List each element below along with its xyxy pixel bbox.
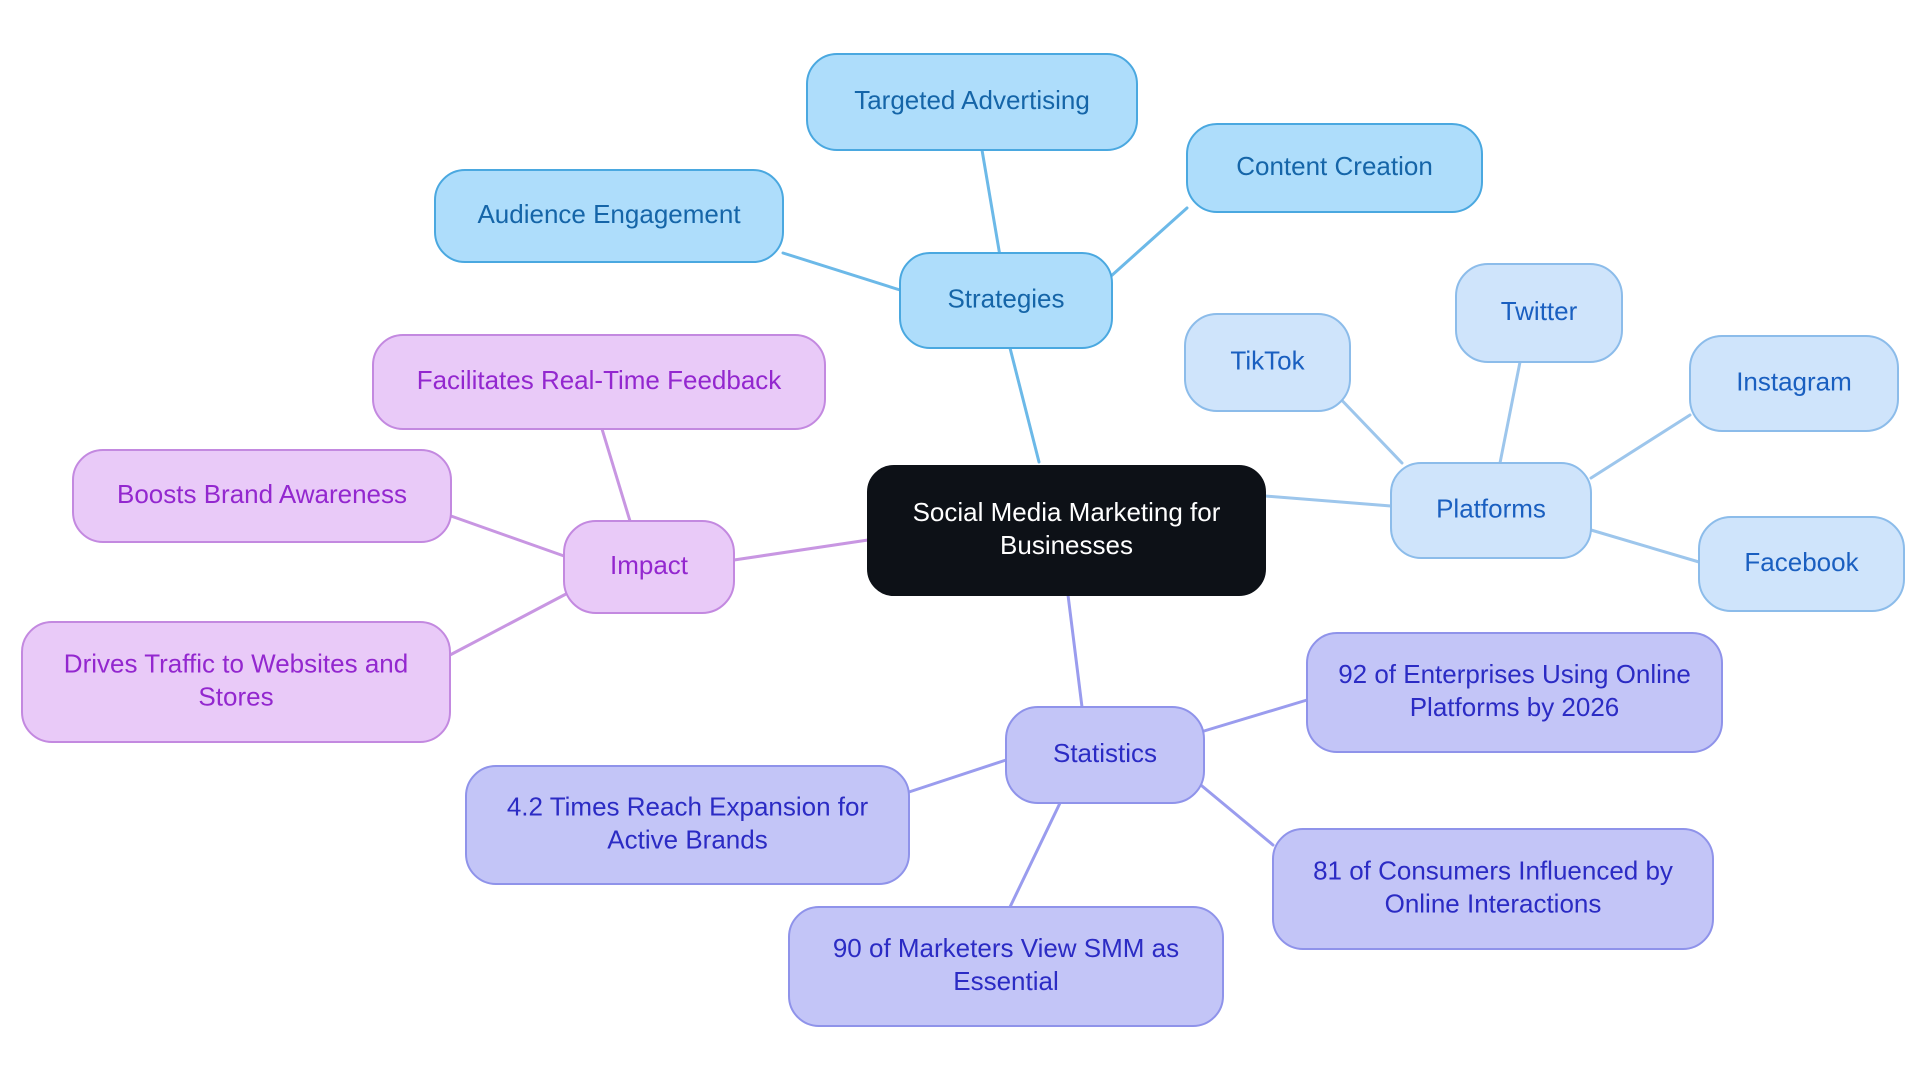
mindmap-branch-node-strategies[interactable]: Strategies (899, 252, 1113, 349)
mindmap-edge (907, 758, 1008, 794)
mindmap-branch-node-statistics[interactable]: Statistics (1005, 706, 1205, 804)
mindmap-leaf-node-facebook[interactable]: Facebook (1698, 516, 1905, 612)
mindmap-edge (732, 538, 870, 562)
node-shape (788, 906, 1224, 1027)
node-shape (1184, 313, 1351, 412)
mindmap-edge (1589, 413, 1692, 480)
mindmap-edge (781, 251, 902, 292)
mindmap-edge (1008, 346, 1041, 464)
mindmap-edge (600, 427, 632, 523)
mindmap-leaf-node-content-creation[interactable]: Content Creation (1186, 123, 1483, 213)
mindmap-edge (1108, 206, 1189, 279)
node-label: Facilitates Real-Time Feedback (417, 365, 783, 395)
node-shape (1698, 516, 1905, 612)
node-label: Boosts Brand Awareness (117, 479, 407, 509)
mindmap-edge (1330, 388, 1404, 465)
node-shape (563, 520, 735, 614)
mindmap-leaf-node-facilitates-real-time-feedback[interactable]: Facilitates Real-Time Feedback (372, 334, 826, 430)
node-label: Twitter (1501, 296, 1578, 326)
mindmap-edge (1008, 801, 1062, 909)
node-shape (806, 53, 1138, 151)
mindmap-leaf-node-boosts-brand-awareness[interactable]: Boosts Brand Awareness (72, 449, 452, 543)
node-shape (1005, 706, 1205, 804)
node-label: Strategies (947, 283, 1064, 313)
node-shape (434, 169, 784, 263)
node-label: Audience Engagement (477, 199, 741, 229)
node-shape (1390, 462, 1592, 559)
mindmap-leaf-node-tiktok[interactable]: TikTok (1184, 313, 1351, 412)
mindmap-edge (1498, 360, 1522, 465)
mindmap-leaf-node-twitter[interactable]: Twitter (1455, 263, 1623, 363)
node-shape (1272, 828, 1714, 950)
node-shape (899, 252, 1113, 349)
node-label: Impact (610, 550, 689, 580)
node-label: Platforms (1436, 493, 1546, 523)
mindmap-edge (1194, 779, 1275, 847)
node-label: Facebook (1744, 547, 1859, 577)
mindmap-leaf-node-targeted-advertising[interactable]: Targeted Advertising (806, 53, 1138, 151)
mindmap-leaf-node-instagram[interactable]: Instagram (1689, 335, 1899, 432)
mindmap-branch-node-impact[interactable]: Impact (563, 520, 735, 614)
mindmap-edge (1589, 528, 1701, 564)
node-shape (1455, 263, 1623, 363)
node-label: Statistics (1053, 738, 1157, 768)
mindmap-edge (449, 514, 566, 558)
node-label: Content Creation (1236, 151, 1433, 181)
mindmap-edge (980, 148, 1002, 258)
node-label: Instagram (1736, 366, 1852, 396)
mindmap-edge (1202, 698, 1309, 733)
node-shape (72, 449, 452, 543)
node-shape (867, 465, 1266, 596)
mindmap-edge (1066, 593, 1084, 709)
node-shape (1306, 632, 1723, 753)
mindmap-edge (448, 592, 568, 657)
node-label: Targeted Advertising (854, 85, 1090, 115)
mindmap-edge (1263, 494, 1393, 508)
node-shape (1186, 123, 1483, 213)
mindmap-leaf-node-audience-engagement[interactable]: Audience Engagement (434, 169, 784, 263)
node-shape (372, 334, 826, 430)
node-shape (21, 621, 451, 743)
edges-layer (448, 148, 1701, 909)
node-shape (465, 765, 910, 885)
node-label: TikTok (1230, 345, 1305, 375)
node-shape (1689, 335, 1899, 432)
mindmap-branch-node-platforms[interactable]: Platforms (1390, 462, 1592, 559)
